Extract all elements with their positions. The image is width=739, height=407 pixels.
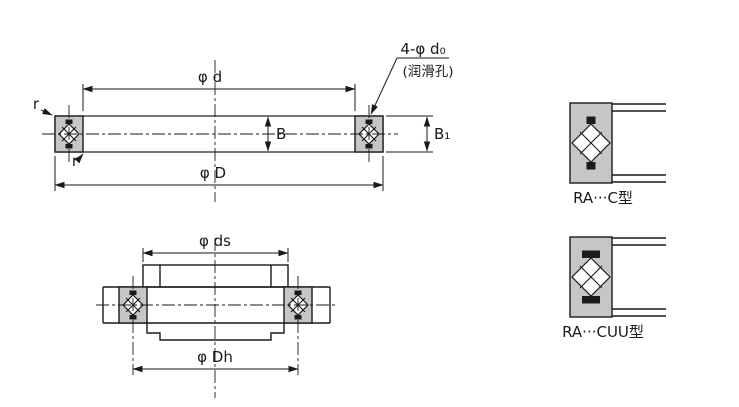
detail-ra-c-type: RA···C型 (569, 102, 666, 207)
dimension-phi-ds: φ ds (142, 232, 289, 262)
front-view-centerlines (42, 60, 398, 202)
phi-D-label: φ D (200, 164, 226, 182)
lube-hole-callout: 4-φ d₀ (润滑孔) (370, 40, 454, 115)
shaft-spigot-flange (142, 264, 289, 288)
dimension-phi-d: φ d (82, 68, 356, 111)
dimension-phi-Dh: φ Dh (132, 348, 299, 373)
crossed-roller-sealed-detail-section (569, 236, 613, 318)
B-label: B (276, 125, 286, 143)
lube-hole-note: (润滑孔) (402, 64, 453, 80)
fillet-radius-top: r (33, 95, 53, 116)
B1-label: B₁ (434, 125, 450, 143)
r-label-bottom: r (72, 152, 79, 170)
dimension-B: B (264, 116, 286, 152)
type-c-label: RA···C型 (573, 189, 633, 207)
crossed-roller-detail-section (569, 102, 613, 184)
lube-hole-label: 4-φ d₀ (400, 40, 445, 58)
leader-line (74, 153, 84, 164)
fillet-radius-bottom: r (72, 152, 84, 170)
dimension-phi-D: φ D (54, 156, 384, 191)
leader-line (40, 108, 53, 116)
detail-ra-cuu-type: RA···CUU型 (562, 236, 666, 341)
leader-line (370, 57, 398, 115)
type-cuu-label: RA···CUU型 (562, 323, 644, 341)
phi-d-label: φ d (198, 68, 222, 86)
phi-Dh-label: φ Dh (197, 348, 233, 366)
mounting-section-view: φ ds φ Dh (96, 232, 336, 398)
front-section-view: φ d φ D B B₁ r r 4-φ d₀ (33, 40, 454, 202)
r-label-top: r (33, 95, 40, 113)
bottom-clamp-step (146, 323, 285, 341)
dimension-B1: B₁ (386, 115, 450, 153)
phi-ds-label: φ ds (199, 232, 231, 250)
